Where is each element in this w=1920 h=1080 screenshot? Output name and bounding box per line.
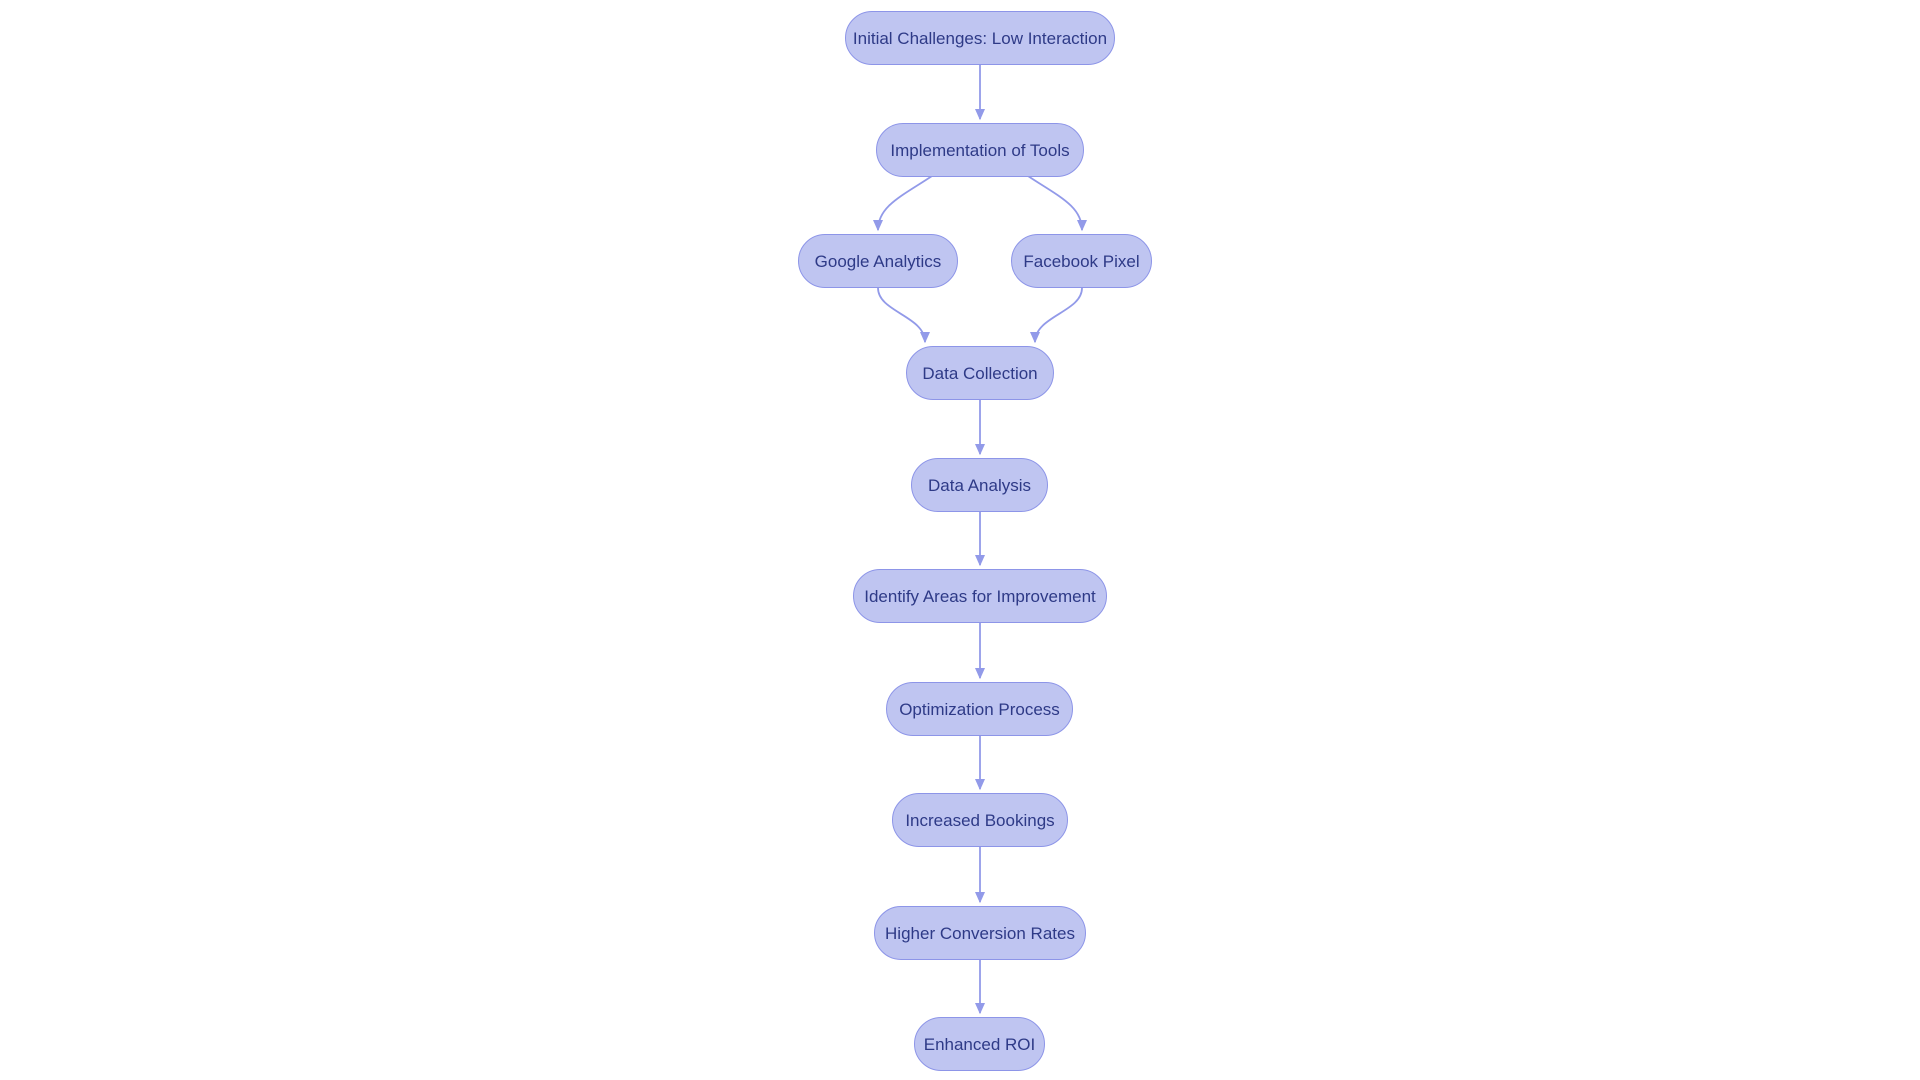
node-facebook-pixel: Facebook Pixel [1011, 234, 1152, 288]
node-optimization-process: Optimization Process [886, 682, 1073, 736]
node-enhanced-roi: Enhanced ROI [914, 1017, 1045, 1071]
edge-google-analytics-to-data-collection [877, 287, 931, 344]
node-implementation-of-tools: Implementation of Tools [876, 123, 1084, 177]
node-identify-areas: Identify Areas for Improvement [853, 569, 1107, 623]
edge-implementation-to-facebook-pixel [1027, 175, 1088, 232]
node-google-analytics: Google Analytics [798, 234, 958, 288]
edge-implementation-to-google-analytics [872, 175, 933, 232]
node-data-analysis: Data Analysis [911, 458, 1048, 512]
node-initial-challenges: Initial Challenges: Low Interaction [845, 11, 1115, 65]
node-increased-bookings: Increased Bookings [892, 793, 1068, 847]
node-higher-conversion-rates: Higher Conversion Rates [874, 906, 1086, 960]
node-data-collection: Data Collection [906, 346, 1054, 400]
edge-facebook-pixel-to-data-collection [1029, 287, 1083, 344]
